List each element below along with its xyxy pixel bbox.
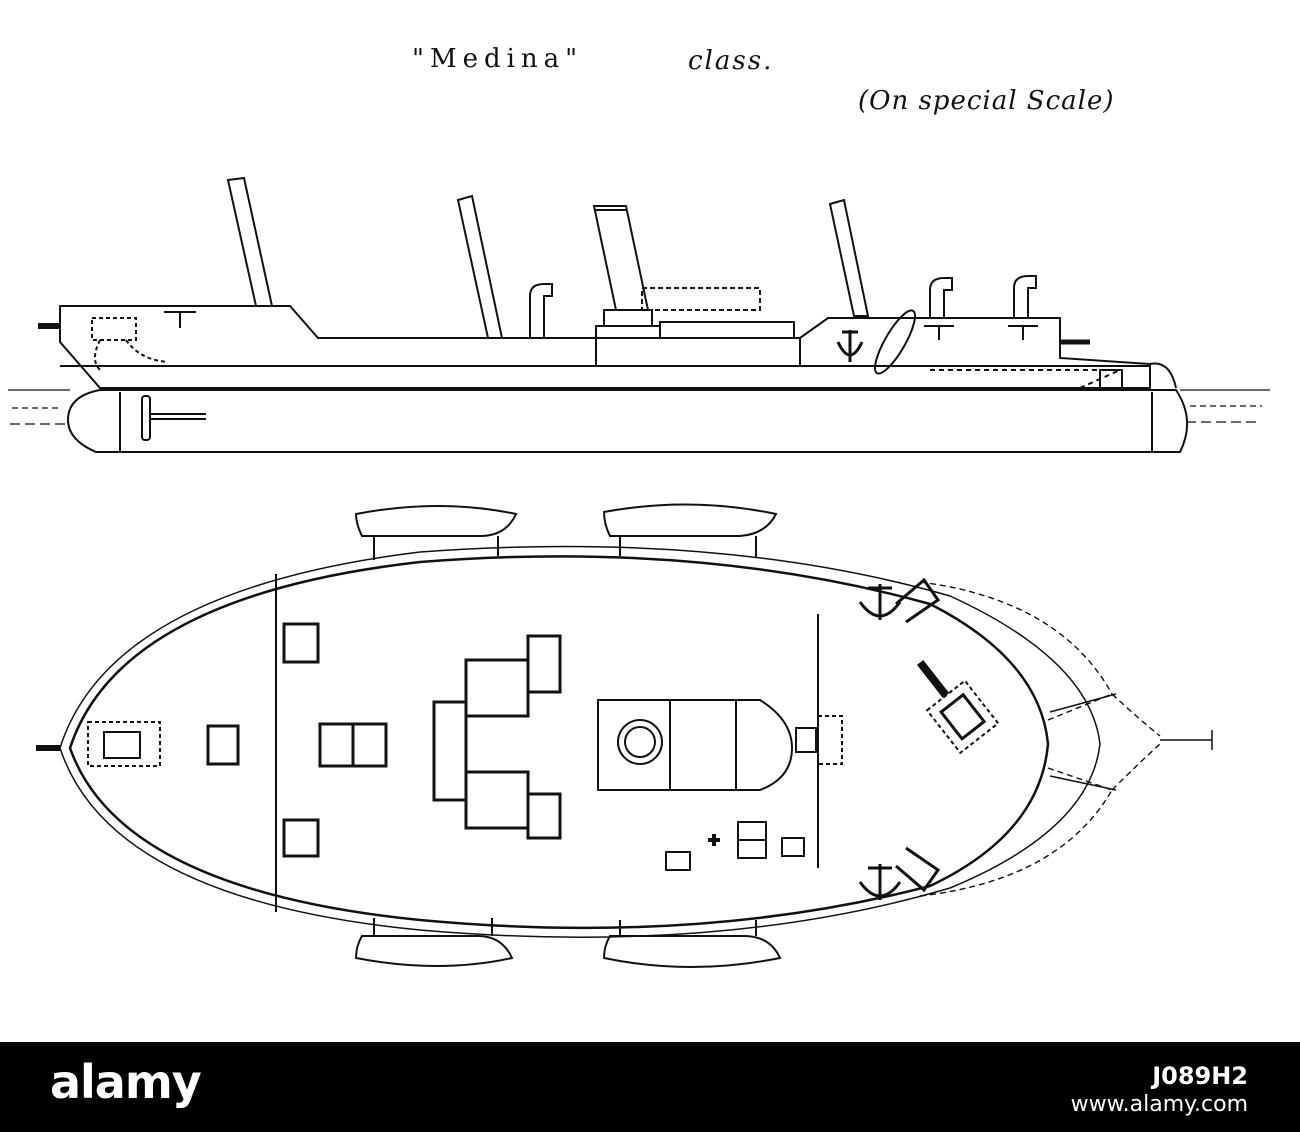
main-hull [59,305,1151,389]
image-id: J089H2 [1152,1062,1248,1090]
forward-turret [597,699,794,791]
brand-logo[interactable]: alamy [50,1055,202,1109]
boat [354,505,518,537]
bow-gun [916,659,1000,755]
side-elevation [8,176,1270,453]
drawing-area: "Medina" class. (On special Scale) [8,44,1270,968]
central-deckhouse [432,634,562,840]
drawing-title-class: class. [688,46,774,76]
footer-bar [0,1042,1300,1132]
anchor-bottom [858,846,941,900]
boat [602,935,782,968]
skylight [206,724,240,766]
lower-hull [66,389,1189,453]
side-anchor [836,330,864,362]
masts [226,176,870,339]
anchor-top [858,577,941,624]
funnel [592,205,650,311]
footer-meta: J089H2 www.alamy.com [1071,1062,1248,1117]
boat [354,935,514,967]
deck-plan [36,503,1213,968]
boat [602,503,778,537]
site-url[interactable]: www.alamy.com [1070,1092,1248,1117]
after-deckhouse [595,337,801,367]
rudder [141,395,151,441]
scale-note: (On special Scale) [858,86,1115,116]
ship-drawing [8,176,1270,968]
deck-outline [68,555,1050,930]
waterline [8,389,1270,425]
drawing-title-name: "Medina" [412,44,584,74]
